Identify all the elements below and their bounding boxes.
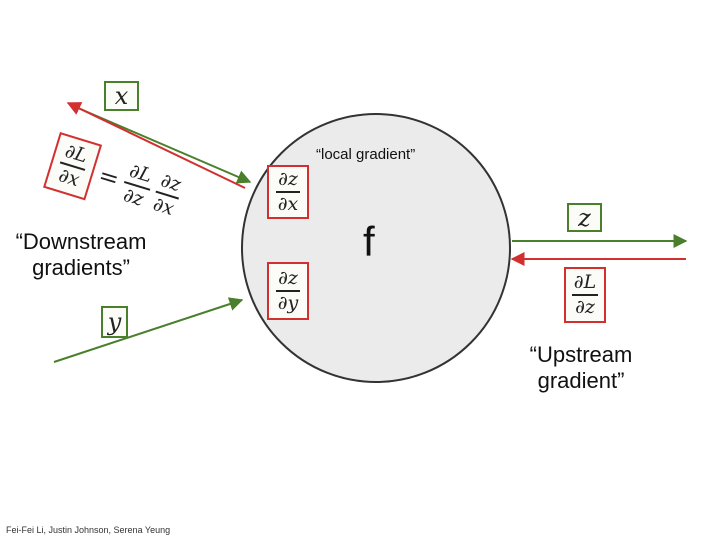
function-label: f (363, 218, 375, 265)
local-gradient-label: “local gradient” (316, 146, 416, 163)
upstream-gradient-dL-dz: ∂L ∂z (571, 271, 599, 318)
local-gradient-dz-dx-box: ∂z ∂x (267, 165, 309, 219)
function-node (241, 113, 511, 383)
equals-sign: = (95, 160, 123, 194)
downstream-label-line-1: “Downstream (15, 229, 147, 254)
downstream-gradient-dL-dx: ∂L ∂x (56, 140, 91, 191)
downstream-gradients-label: “Downstream gradients” (6, 229, 156, 281)
backward-arrow-x (66, 102, 246, 189)
upstream-label-line-2: gradient” (537, 368, 625, 393)
input-y-symbol: y (107, 308, 122, 336)
local-gradient-dz-dy-box: ∂z ∂y (267, 262, 309, 320)
downstream-label-line-2: gradients” (32, 255, 130, 280)
input-y-box: y (101, 306, 128, 338)
author-credit: Fei-Fei Li, Justin Johnson, Serena Yeung (6, 525, 171, 535)
forward-arrow-x (77, 107, 252, 184)
input-x-symbol: x (114, 82, 129, 110)
input-x-box: x (104, 81, 139, 111)
output-z-symbol: z (578, 203, 591, 232)
forward-arrow-y (53, 297, 244, 363)
output-z-box: z (567, 203, 602, 232)
upstream-label-line-1: “Upstream (529, 342, 633, 367)
local-gradient-dz-dx: ∂z ∂x (275, 168, 301, 215)
upstream-factor-dL-dz: ∂L ∂z (120, 159, 155, 211)
upstream-gradient-box: ∂L ∂z (564, 267, 606, 323)
upstream-gradient-label: “Upstream gradient” (506, 342, 656, 394)
local-gradient-dz-dy: ∂z ∂y (275, 267, 301, 314)
